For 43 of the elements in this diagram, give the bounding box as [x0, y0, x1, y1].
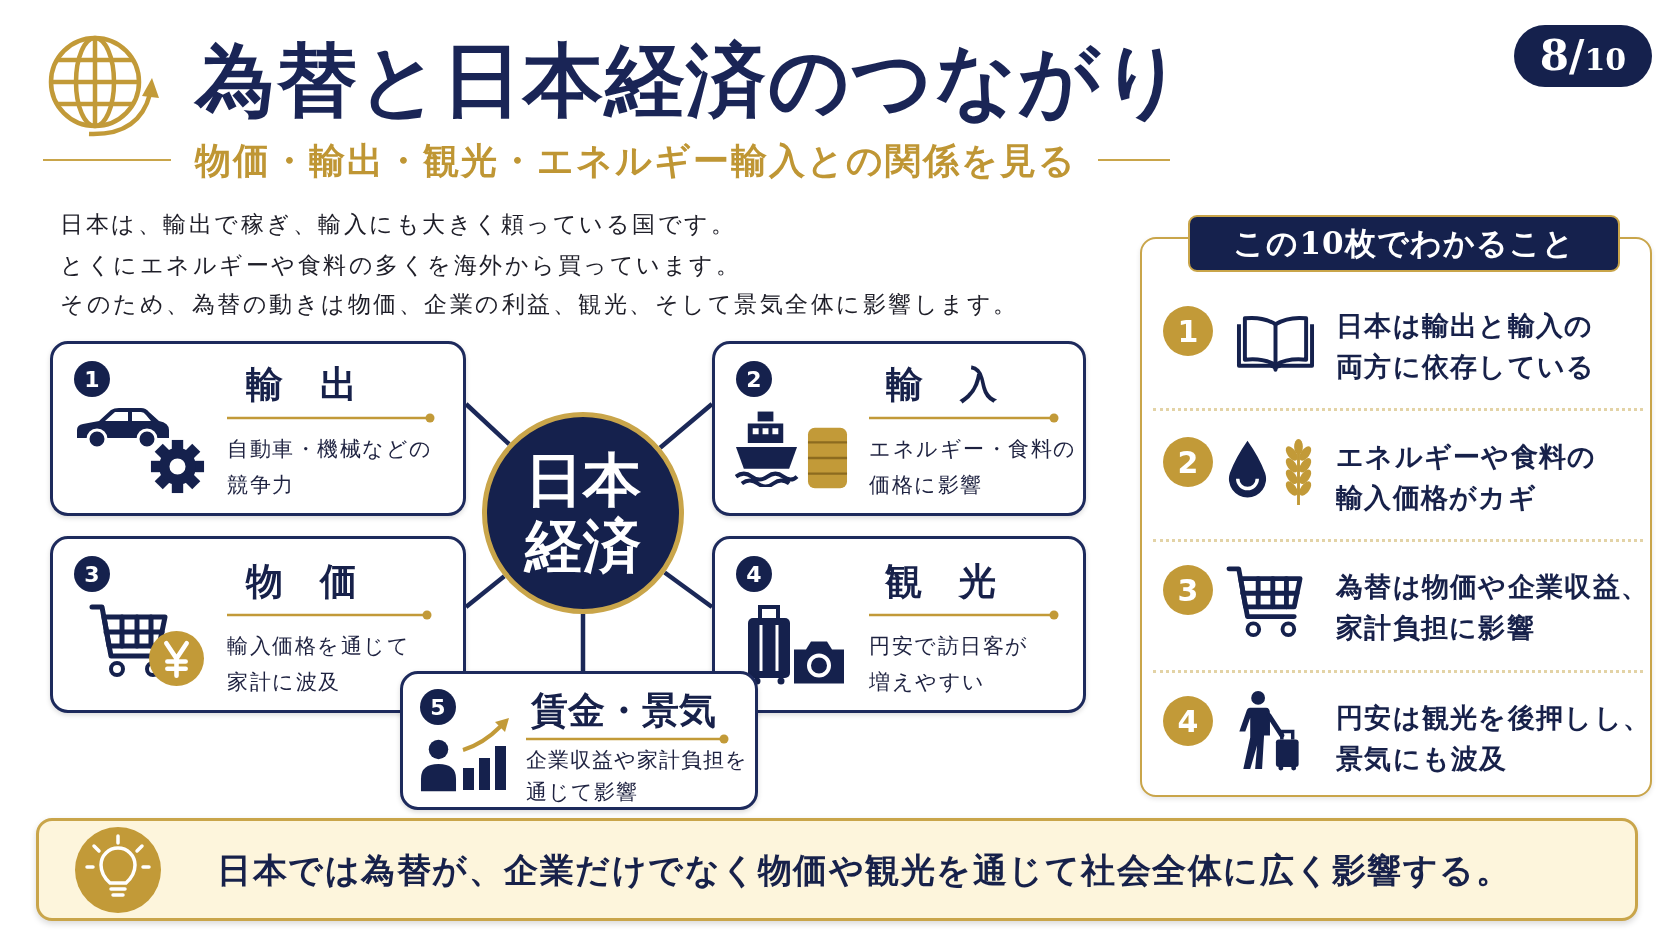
intro-text: 日本は、輸出で稼ぎ、輸入にも大きく頼っている国です。 — [60, 210, 736, 239]
card-text: エネルギー・食料の価格に影響 — [869, 436, 1078, 499]
subtitle: 物価・輸出・観光・エネルギー輸入との関係を見る — [195, 138, 1077, 182]
topic-card — [50, 536, 466, 713]
number-badge: 2 — [736, 361, 772, 397]
list-text: 円安は観光を後押しし、景気にも波及 — [1336, 701, 1653, 776]
list-text: エネルギーや食料の輸入価格がカギ — [1336, 440, 1598, 515]
list-text: 為替は物価や企業収益、家計負担に影響 — [1336, 570, 1651, 645]
card-text: 円安で訪日客が増えやすい — [869, 633, 1030, 696]
number-badge: 4 — [736, 556, 772, 592]
connector-line — [464, 574, 506, 609]
card-text: 輸入価格を通じて家計に波及 — [227, 633, 411, 696]
connector-line — [580, 614, 586, 671]
card-heading: 輸出 — [246, 362, 357, 406]
card-text: 企業収益や家計負担を通じて影響 — [526, 747, 749, 806]
number-badge: 1 — [74, 361, 110, 397]
topic-card — [50, 341, 466, 516]
number-badge: 3 — [1163, 565, 1213, 615]
number-badge: 5 — [420, 689, 456, 725]
card-heading: 物価 — [246, 559, 357, 603]
number-badge: 3 — [74, 556, 110, 592]
title: 為替と日本経済のつながり — [195, 37, 1185, 123]
card-heading: 賃金・景気 — [531, 688, 716, 732]
number-badge: 1 — [1163, 306, 1213, 356]
card-heading: 輸入 — [886, 362, 997, 406]
number-badge: 2 — [1163, 437, 1213, 487]
card-text: 自動車・機械などの競争力 — [227, 436, 434, 499]
connector-line — [663, 570, 714, 609]
intro-text: とくにエネルギーや食料の多くを海外から買っています。 — [60, 251, 741, 280]
connector-line — [658, 402, 714, 450]
takeaway-bar — [36, 818, 1638, 921]
topic-card — [400, 671, 758, 810]
panel-heading: この10枚でわかること — [1188, 215, 1620, 272]
center-circle: 日本経済 — [482, 412, 684, 614]
takeaway-text: 日本では為替が、企業だけでなく物価や観光を通じて社会全体に広く影響する。 — [217, 849, 1511, 892]
number-badge: 4 — [1163, 696, 1213, 746]
page-badge: 8/10 — [1514, 25, 1652, 87]
card-heading: 観光 — [885, 559, 996, 603]
connector-line — [464, 402, 511, 446]
topic-card — [712, 341, 1086, 516]
intro-text: そのため、為替の動きは物価、企業の利益、観光、そして景気全体に影響します。 — [60, 290, 1019, 319]
summary-panel — [1140, 215, 1652, 797]
list-text: 日本は輸出と輸入の両方に依存している — [1336, 309, 1597, 384]
